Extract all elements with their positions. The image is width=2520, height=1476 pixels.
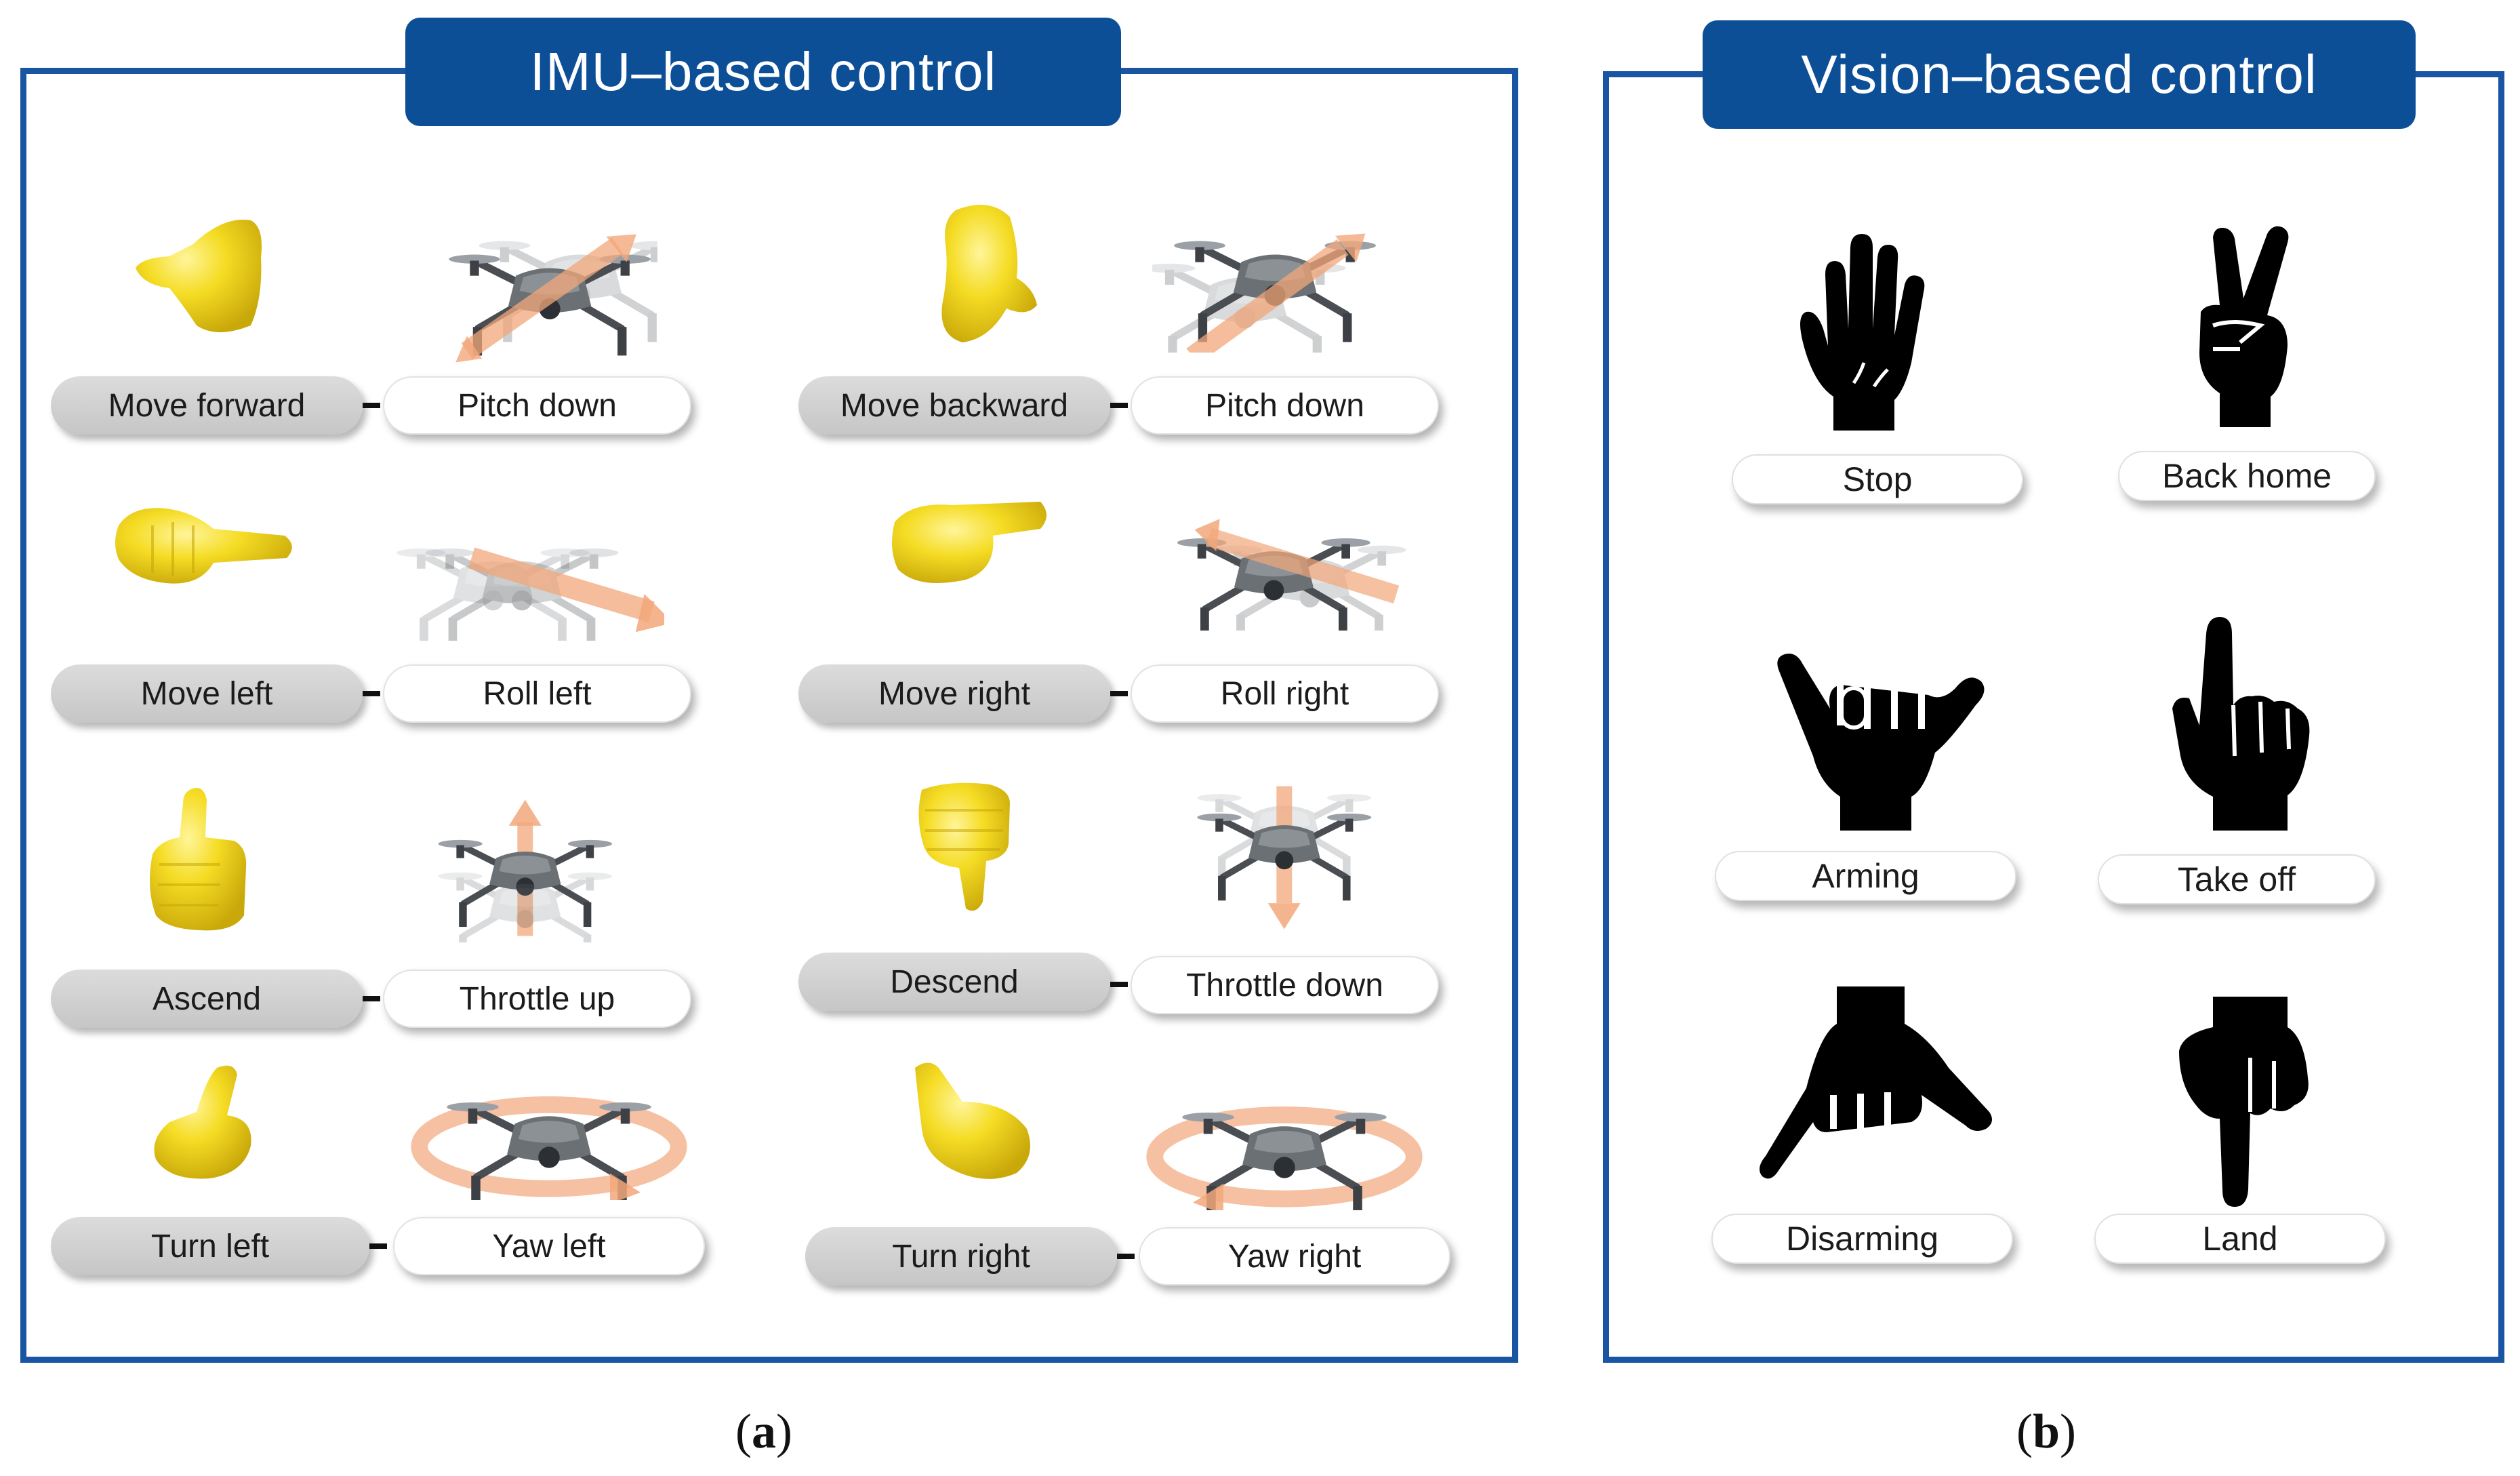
- vision-panel-title: Vision–based control: [1703, 20, 2416, 129]
- caption-close: ): [775, 1404, 792, 1458]
- caption-a: (a): [735, 1403, 792, 1460]
- action-label: Yaw left: [393, 1217, 705, 1275]
- caption-letter: a: [751, 1404, 776, 1458]
- connector: [363, 403, 380, 408]
- drone-icon: [411, 1096, 687, 1200]
- thumbs-up-icon: [150, 788, 247, 931]
- drone-icon: [1146, 1106, 1423, 1210]
- drone-icon: [427, 234, 657, 363]
- action-label: Pitch down: [383, 376, 691, 435]
- connector: [1110, 691, 1128, 696]
- hand-forward-icon: [136, 220, 262, 332]
- drone-icon: [1152, 233, 1383, 353]
- gesture-label: Move backward: [798, 376, 1110, 435]
- connector: [1110, 982, 1128, 987]
- turn-left-hand-icon: [154, 1065, 251, 1179]
- shaka-down-icon: [1760, 986, 1992, 1179]
- action-label: Yaw right: [1139, 1227, 1450, 1285]
- vision-panel: [1603, 71, 2504, 1363]
- gesture-label: Move left: [51, 664, 363, 723]
- action-label: Throttle down: [1131, 956, 1439, 1014]
- action-label: Throttle up: [383, 970, 691, 1028]
- gesture-label: Turn right: [805, 1227, 1117, 1285]
- pointing-down-icon: [2179, 997, 2309, 1207]
- caption-letter: b: [2032, 1404, 2060, 1458]
- hand-backward-icon: [941, 205, 1037, 342]
- action-label: Pitch down: [1131, 376, 1439, 435]
- drone-icon: [380, 525, 664, 641]
- connector: [363, 691, 380, 696]
- vision-gesture-label: Land: [2094, 1214, 2386, 1264]
- action-label: Roll left: [383, 664, 691, 723]
- gesture-label: Turn left: [51, 1217, 369, 1275]
- thumbs-down-icon: [918, 782, 1010, 911]
- gesture-label: Descend: [798, 953, 1110, 1011]
- vision-gesture-label: Back home: [2118, 451, 2376, 501]
- hand-right-icon: [892, 502, 1046, 583]
- imu-panel-title: IMU–based control: [405, 18, 1121, 126]
- caption-close: ): [2060, 1404, 2077, 1458]
- drone-icon: [1145, 519, 1417, 631]
- vision-gesture-label: Disarming: [1711, 1214, 2013, 1264]
- hand-left-icon: [115, 508, 292, 584]
- vision-gesture-label: Take off: [2098, 854, 2376, 904]
- caption-b: (b): [2016, 1403, 2076, 1460]
- peace-sign-icon: [2199, 226, 2289, 427]
- drone-icon: [427, 799, 617, 942]
- vision-gesture-label: Arming: [1715, 851, 2016, 901]
- open-palm-icon: [1800, 234, 1925, 431]
- caption-open: (: [2016, 1404, 2033, 1458]
- vision-gesture-label: Stop: [1732, 454, 2023, 504]
- gesture-label: Ascend: [51, 970, 363, 1028]
- shaka-icon: [1777, 654, 1985, 831]
- connector: [1117, 1254, 1135, 1259]
- connector: [1110, 403, 1128, 408]
- pointing-up-icon: [2172, 617, 2310, 831]
- caption-open: (: [735, 1404, 752, 1458]
- connector: [363, 996, 380, 1001]
- action-label: Roll right: [1131, 664, 1439, 723]
- drone-icon: [1186, 786, 1376, 930]
- gesture-label: Move forward: [51, 376, 363, 435]
- turn-right-hand-icon: [915, 1062, 1030, 1179]
- gesture-label: Move right: [798, 664, 1110, 723]
- connector: [369, 1243, 387, 1249]
